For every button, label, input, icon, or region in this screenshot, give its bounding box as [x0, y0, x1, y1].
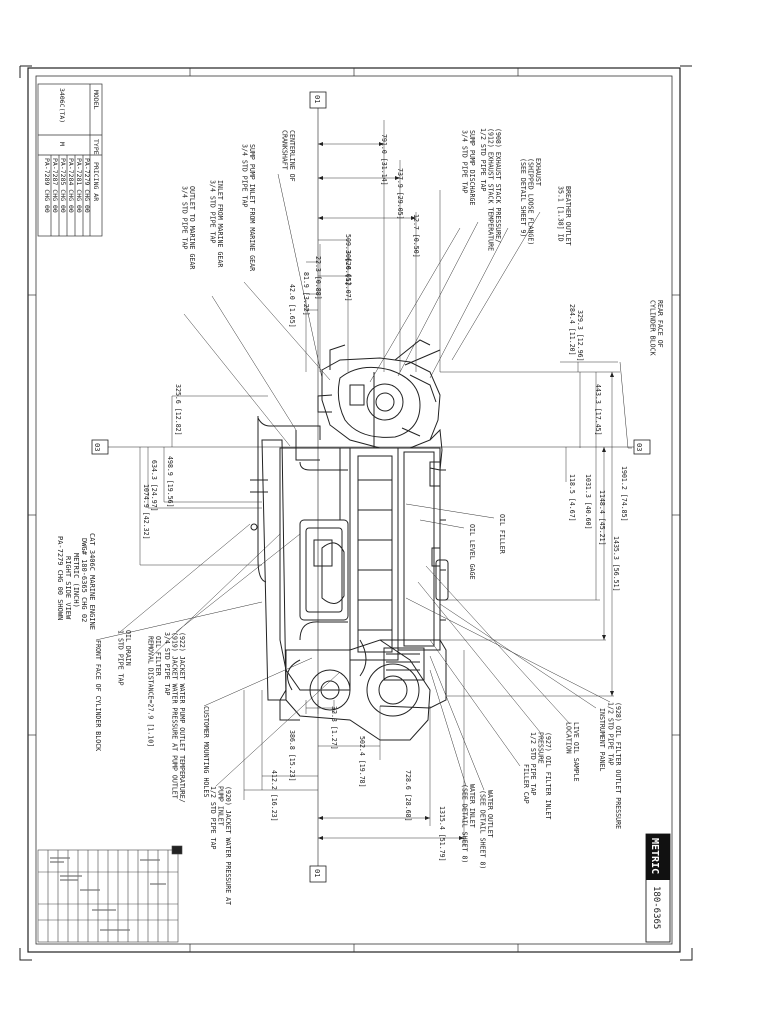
model-table-pricing-0: PA-7279 CHG 00	[83, 158, 91, 213]
sheet-corner-marks	[19, 65, 693, 961]
label-oil-filter-outlet: (928) OIL FILTER OUTLET PRESSURE1/2 STD …	[606, 702, 622, 829]
label-oil-drain: OIL DRAIN1 STD PIPE TAP	[116, 630, 132, 686]
leader-lines	[95, 173, 632, 791]
datum-03-right: 03	[635, 443, 643, 451]
dim-420: 42.0 [1.65]	[288, 284, 296, 328]
dim-223: 22.3 [0.88]	[314, 256, 322, 300]
label-oil-filler: OIL FILLER	[498, 514, 506, 554]
datum-boxes	[91, 91, 651, 883]
dim-728: 728.6 [28.68]	[404, 770, 412, 822]
dim-306: 306.6 [12.07]	[344, 250, 352, 302]
model-table-header-model: MODEL	[92, 90, 100, 110]
dim-1074: 1074.9 [42.32]	[142, 484, 150, 540]
dim-502: 502.4 [19.78]	[358, 736, 366, 788]
label-water-outlet: WATER OUTLET(SEE DETAIL SHEET 8)	[478, 790, 494, 869]
title-line-5: PA-7279 CHG 00 SHOWN	[56, 536, 64, 620]
model-table-model: 3406C(TA)	[58, 88, 66, 123]
label-exhaust: EXHAUST(SHIPPED LOOSE FLANGE)(SEE DETAIL…	[519, 158, 542, 245]
model-table-pricing-1: PA-7281 CHG 00	[75, 158, 83, 213]
title-line-1: CAT 3406C MARINE ENGINE	[88, 533, 96, 630]
dim-323: 32.3 [1.27]	[330, 706, 338, 750]
label-water-inlet: WATER INLET(SEE DETAIL SHEET 8)	[460, 784, 476, 863]
model-table-pricing-4: PA-7287 CHG 00	[51, 158, 59, 213]
dim-1185: 118.5 [4.67]	[568, 474, 576, 522]
title-line-2: DWG# 180-6365 CHG 02	[80, 538, 88, 622]
model-table	[37, 83, 103, 237]
title-block	[37, 845, 183, 943]
engine-outline	[250, 339, 449, 741]
dim-325: 325.6 [12.82]	[174, 384, 182, 436]
dim-737: 737.9 [29.05]	[396, 168, 404, 220]
dim-329: 329.3 [12.96]	[576, 310, 584, 362]
dim-443: 443.3 [17.45]	[594, 384, 602, 436]
dim-412: 412.2 [16.23]	[270, 770, 278, 822]
label-sump-inlet: SUMP PUMP INLET FROM MARINE GEAR3/4 STD …	[240, 144, 256, 271]
title-line-4: RIGHT SIDE VIEW	[64, 556, 72, 620]
label-sump-discharge: SUMP PUMP DISCHARGE3/4 STD PIPE TAP	[460, 130, 476, 205]
dim-386: 386.8 [15.23]	[288, 730, 296, 782]
dimension-lines	[139, 120, 620, 846]
label-breather: BREATHER OUTLET35.1 [1.38] ID	[556, 186, 572, 246]
arrowheads	[318, 142, 614, 840]
model-table-pricing-5: PA-7289 CHG 00	[43, 158, 51, 213]
drawing-number: 180-6365	[651, 886, 661, 929]
drawing-number-box: METRIC 180-6365	[645, 833, 671, 943]
label-rear-face: REAR FACE OFCYLINDER BLOCK	[648, 300, 664, 356]
title-line-3: METRIC (INCH)	[72, 553, 80, 608]
dim-498: 498.9 [19.56]	[166, 456, 174, 508]
datum-03-left: 03	[93, 443, 101, 451]
label-front-face: FRONT FACE OF CYLINDER BLOCK	[94, 640, 102, 751]
label-exhaust-stack: (908) EXHAUST STACK PRESSURE/(912) EXHAU…	[479, 128, 502, 251]
label-centerline: CENTERLINE OFCRANKSHAFT	[280, 130, 296, 182]
label-outlet-marine: OUTLET TO MARINE GEAR3/4 STD PIPE TAP	[180, 186, 196, 269]
label-oil-filter-inlet: (927) OIL FILTER INLETPRESSURE1/2 STD PI…	[529, 732, 552, 819]
dim-819: 81.9 [3.22]	[302, 272, 310, 316]
dim-791: 791.0 [31.14]	[380, 134, 388, 186]
label-filler-cap: FILLER CAP	[522, 764, 530, 804]
dim-284: 284.4 [11.20]	[568, 304, 576, 356]
dim-509: 509.3 [20.05]	[344, 234, 352, 286]
border-zone-ticks	[28, 68, 680, 952]
model-table-pricing-3: PA-7285 CHG 00	[59, 158, 67, 213]
label-jacket-inlet: (920) JACKET WATER PRESSURE ATPUMP INLET…	[209, 786, 232, 905]
model-table-header-type: TYPE	[92, 139, 100, 155]
metric-label: METRIC	[649, 838, 660, 874]
model-table-pricing-2: PA-7284 CHG 00	[67, 158, 75, 213]
dim-1031: 1031.3 [40.60]	[584, 474, 592, 530]
dim-1901: 1901.2 [74.85]	[620, 466, 628, 522]
label-oil-gage: OIL LEVEL GAGE	[468, 524, 476, 580]
sheet-border-outer	[27, 67, 681, 953]
label-jacket-outlet: (922) JACKET WATER PUMP OUTLET TEMPERATU…	[163, 632, 186, 803]
dim-127: 12.7 [0.50]	[412, 214, 420, 258]
model-table-type: M	[58, 142, 66, 146]
label-inlet-marine: INLET FROM MARINE GEAR3/4 STD PIPE TAP	[208, 180, 224, 267]
model-table-header-pricing: PRICING AR	[92, 162, 100, 201]
label-live-oil: LIVE OIL SAMPLELOCATION	[564, 722, 580, 782]
dim-1148: 1148.4 [45.21]	[598, 490, 606, 546]
dim-1435: 1435.3 [56.51]	[612, 536, 620, 592]
label-customer-mount: CUSTOMER MOUNTING HOLES	[202, 706, 210, 797]
label-instrument-panel: INSTRUMENT PANEL	[598, 708, 606, 772]
dim-1315: 1315.4 [51.79]	[438, 806, 446, 862]
label-oil-filter-removal: OIL FILTERREMOVAL DISTANCE=27.9 [1.10]	[146, 636, 162, 747]
datum-01-top: 01	[313, 95, 321, 103]
dim-634: 634.3 [24.97]	[150, 460, 158, 512]
datum-01-bottom: 01	[313, 869, 321, 877]
